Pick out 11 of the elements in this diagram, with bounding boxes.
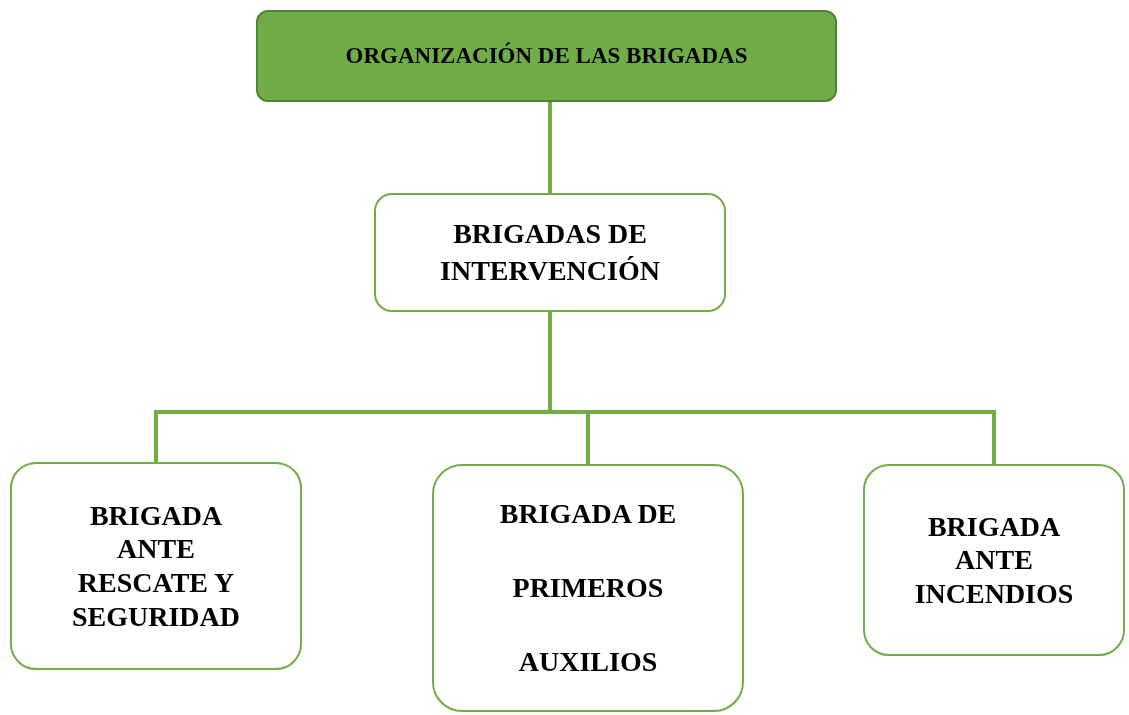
node-label: ORGANIZACIÓN DE LAS BRIGADAS — [345, 42, 748, 70]
connector-line — [548, 102, 552, 193]
brigade-box — [432, 464, 744, 712]
node-label: BRIGADAS DE INTERVENCIÓN — [439, 217, 661, 288]
brigade-box — [374, 193, 726, 312]
node-label: BRIGADA ANTE INCENDIOS — [913, 509, 1075, 611]
brigade-box — [10, 462, 302, 670]
brigade-box — [863, 464, 1125, 656]
node-label: BRIGADA DE PRIMEROS AUXILIOS — [498, 496, 678, 680]
node-label: BRIGADA ANTE RESCATE Y SEGURIDAD — [71, 498, 241, 634]
title-box — [256, 10, 837, 102]
